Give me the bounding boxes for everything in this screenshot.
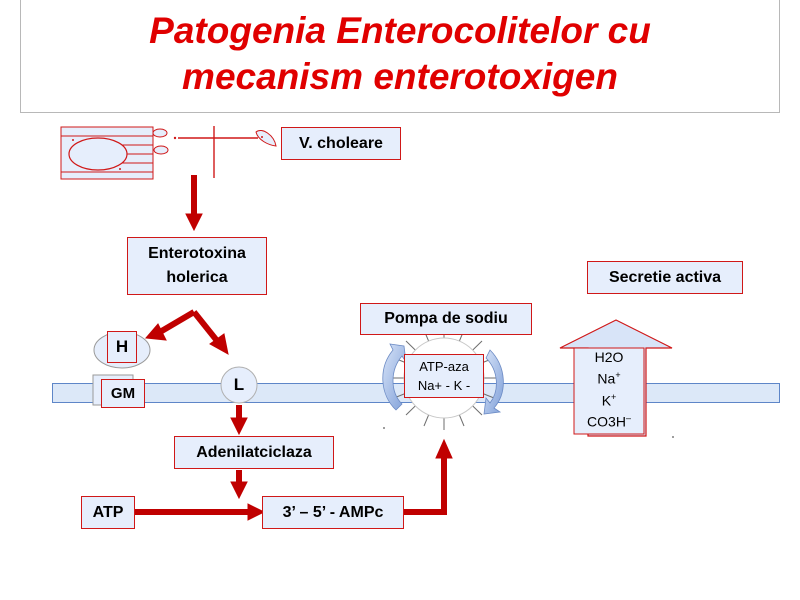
title-frame bbox=[20, 0, 780, 113]
speck bbox=[672, 436, 674, 438]
ion-na: Na+ bbox=[576, 366, 642, 388]
enterotoxin-label-line-2: holerica bbox=[166, 269, 228, 286]
pompa-de-sodiu-box: Pompa de sodiu bbox=[360, 303, 532, 335]
gm-box: GM bbox=[101, 379, 145, 408]
atp-aza-label: ATP-aza bbox=[419, 359, 469, 374]
secretion-ions-list: H2O Na+ K+ CO3H– bbox=[576, 348, 642, 431]
atp-box: ATP bbox=[81, 496, 135, 529]
adenilatciclaza-box: Adenilatciclaza bbox=[174, 436, 334, 469]
page-title: Patogenia Enterocolitelor cu mecanism en… bbox=[20, 8, 780, 100]
ion-k: K+ bbox=[576, 388, 642, 410]
secretie-activa-box: Secretie activa bbox=[587, 261, 743, 294]
ion-k-charge: + bbox=[611, 391, 617, 402]
ion-h2o: H2O bbox=[594, 349, 624, 365]
speck bbox=[383, 427, 385, 429]
h-label: H bbox=[115, 337, 129, 356]
secretie-activa-label: Secretie activa bbox=[608, 269, 722, 286]
secretion-arrow-icon bbox=[559, 319, 673, 437]
bacteria-adhesion-lines bbox=[178, 126, 258, 178]
h-box: H bbox=[107, 331, 137, 363]
pathway-arrows bbox=[135, 175, 453, 521]
vibrio-bacteria-icon bbox=[152, 128, 277, 155]
gm-label: GM bbox=[110, 385, 136, 402]
v-choleare-label: V. choleare bbox=[299, 135, 383, 152]
atp-label: ATP bbox=[92, 504, 124, 521]
l-label: L bbox=[233, 375, 245, 394]
ion-na-charge: + bbox=[615, 370, 621, 380]
pompa-de-sodiu-label: Pompa de sodiu bbox=[384, 310, 508, 327]
enterocyte-cell-icon bbox=[60, 126, 154, 180]
title-line-2: mecanism enterotoxigen bbox=[182, 56, 618, 97]
v-choleare-box: V. choleare bbox=[281, 127, 401, 160]
ion-co3h-charge: – bbox=[625, 413, 631, 424]
ion-co3h-symbol: CO3H bbox=[587, 413, 626, 430]
enterotoxin-box: Enterotoxina holerica bbox=[127, 237, 267, 295]
ampc-label: 3’ – 5’ - AMPc bbox=[282, 504, 384, 521]
rotation-arrow-left-icon bbox=[382, 343, 407, 411]
ion-na-symbol: Na bbox=[597, 370, 616, 387]
rotation-arrow-right-icon bbox=[483, 349, 504, 415]
atp-aza-box: ATP-aza Na+ - K - bbox=[404, 354, 484, 398]
adenilatciclaza-label: Adenilatciclaza bbox=[196, 444, 312, 461]
title-line-1: Patogenia Enterocolitelor cu bbox=[149, 10, 651, 51]
enterotoxin-label-line-1: Enterotoxina bbox=[148, 245, 246, 262]
l-receptor-circle bbox=[220, 366, 258, 404]
ion-k-symbol: K bbox=[601, 392, 612, 409]
na-k-label: Na+ - K - bbox=[417, 378, 471, 393]
ampc-box: 3’ – 5’ - AMPc bbox=[262, 496, 404, 529]
ion-co3h: CO3H– bbox=[576, 409, 642, 431]
